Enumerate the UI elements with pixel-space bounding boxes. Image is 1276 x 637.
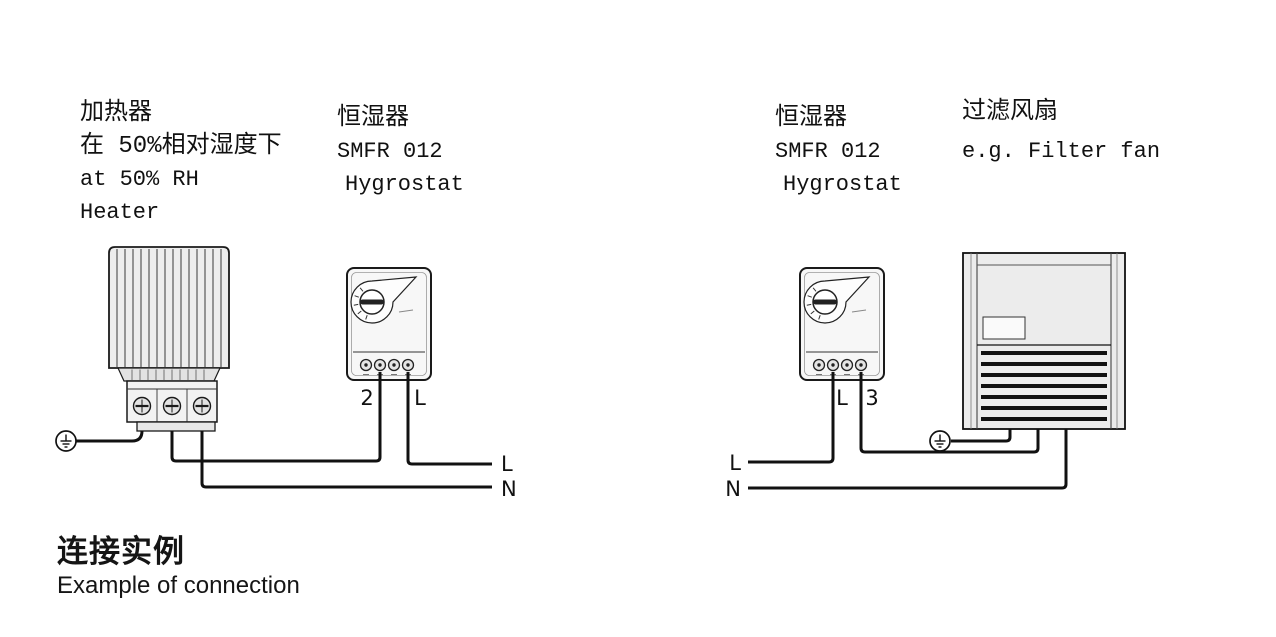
heater-label-en-condition: at 50% RH (80, 167, 199, 192)
wire-hygrostat-l-to-l (406, 372, 492, 466)
hygrostat-left-label-en: Hygrostat (345, 172, 464, 197)
heater-transition-ribs (131, 369, 205, 380)
line-label-right-n: N (725, 477, 741, 501)
wire-n-to-fan (748, 429, 1068, 490)
wire-heater-earth (76, 430, 144, 443)
heater-label-zh: 加热器 (80, 100, 152, 127)
heater-label-zh-condition: 在 50%相对湿度下 (80, 133, 282, 160)
caption-en: Example of connection (57, 572, 300, 599)
wire-l-to-hygrostat-l (748, 372, 835, 464)
fan-label-en: e.g. Filter fan (962, 139, 1161, 164)
line-label-left-n: N (501, 477, 517, 501)
fan-louvers (981, 351, 1107, 421)
earth-ground-icon (55, 430, 77, 452)
wire-heater-to-hygrostat-2 (170, 372, 382, 463)
fan-label-zh: 过滤风扇 (962, 99, 1058, 126)
hygrostat-left-label-zh: 恒湿器 (337, 105, 409, 132)
hygrostat-left-illustration (347, 268, 431, 380)
terminal-label-left-l: L (414, 386, 426, 410)
wire-hygrostat-3-to-fan (859, 372, 1040, 454)
filter-fan-illustration (962, 252, 1126, 430)
wire-heater-to-n (200, 431, 492, 489)
hygrostat-right-label-zh: 恒湿器 (775, 105, 847, 132)
hygrostat-right-illustration (800, 268, 884, 380)
heater-fins (116, 249, 222, 367)
hygrostat-right-label-en: Hygrostat (783, 172, 902, 197)
heater-label-en: Heater (80, 200, 160, 225)
caption-block: 连接实例 Example of connection (57, 534, 300, 602)
caption-zh: 连接实例 (57, 534, 185, 569)
heater-illustration (108, 246, 230, 432)
terminal-label-left-2: 2 (360, 386, 373, 410)
fan-label-block: 过滤风扇 e.g. Filter fan (962, 96, 1160, 168)
hygrostat-left-model: SMFR 012 (337, 139, 443, 164)
wires (76, 372, 1068, 490)
heater-label-block: 加热器 在 50%相对湿度下 at 50% RH Heater (80, 97, 282, 229)
terminal-label-right-l: L (836, 386, 848, 410)
hygrostat-left-label-block: 恒湿器 SMFR 012 Hygrostat (337, 102, 464, 201)
line-label-left-l: L (501, 452, 513, 476)
line-label-right-l: L (729, 451, 741, 475)
earth-ground-icon (929, 430, 951, 452)
fan-nameplate (982, 316, 1026, 340)
wire-fan-earth (951, 429, 1012, 443)
hygrostat-right-label-block: 恒湿器 SMFR 012 Hygrostat (775, 102, 902, 201)
terminal-label-right-3: 3 (865, 386, 878, 410)
heater-screw-terminals (132, 396, 212, 416)
hygrostat-right-model: SMFR 012 (775, 139, 881, 164)
